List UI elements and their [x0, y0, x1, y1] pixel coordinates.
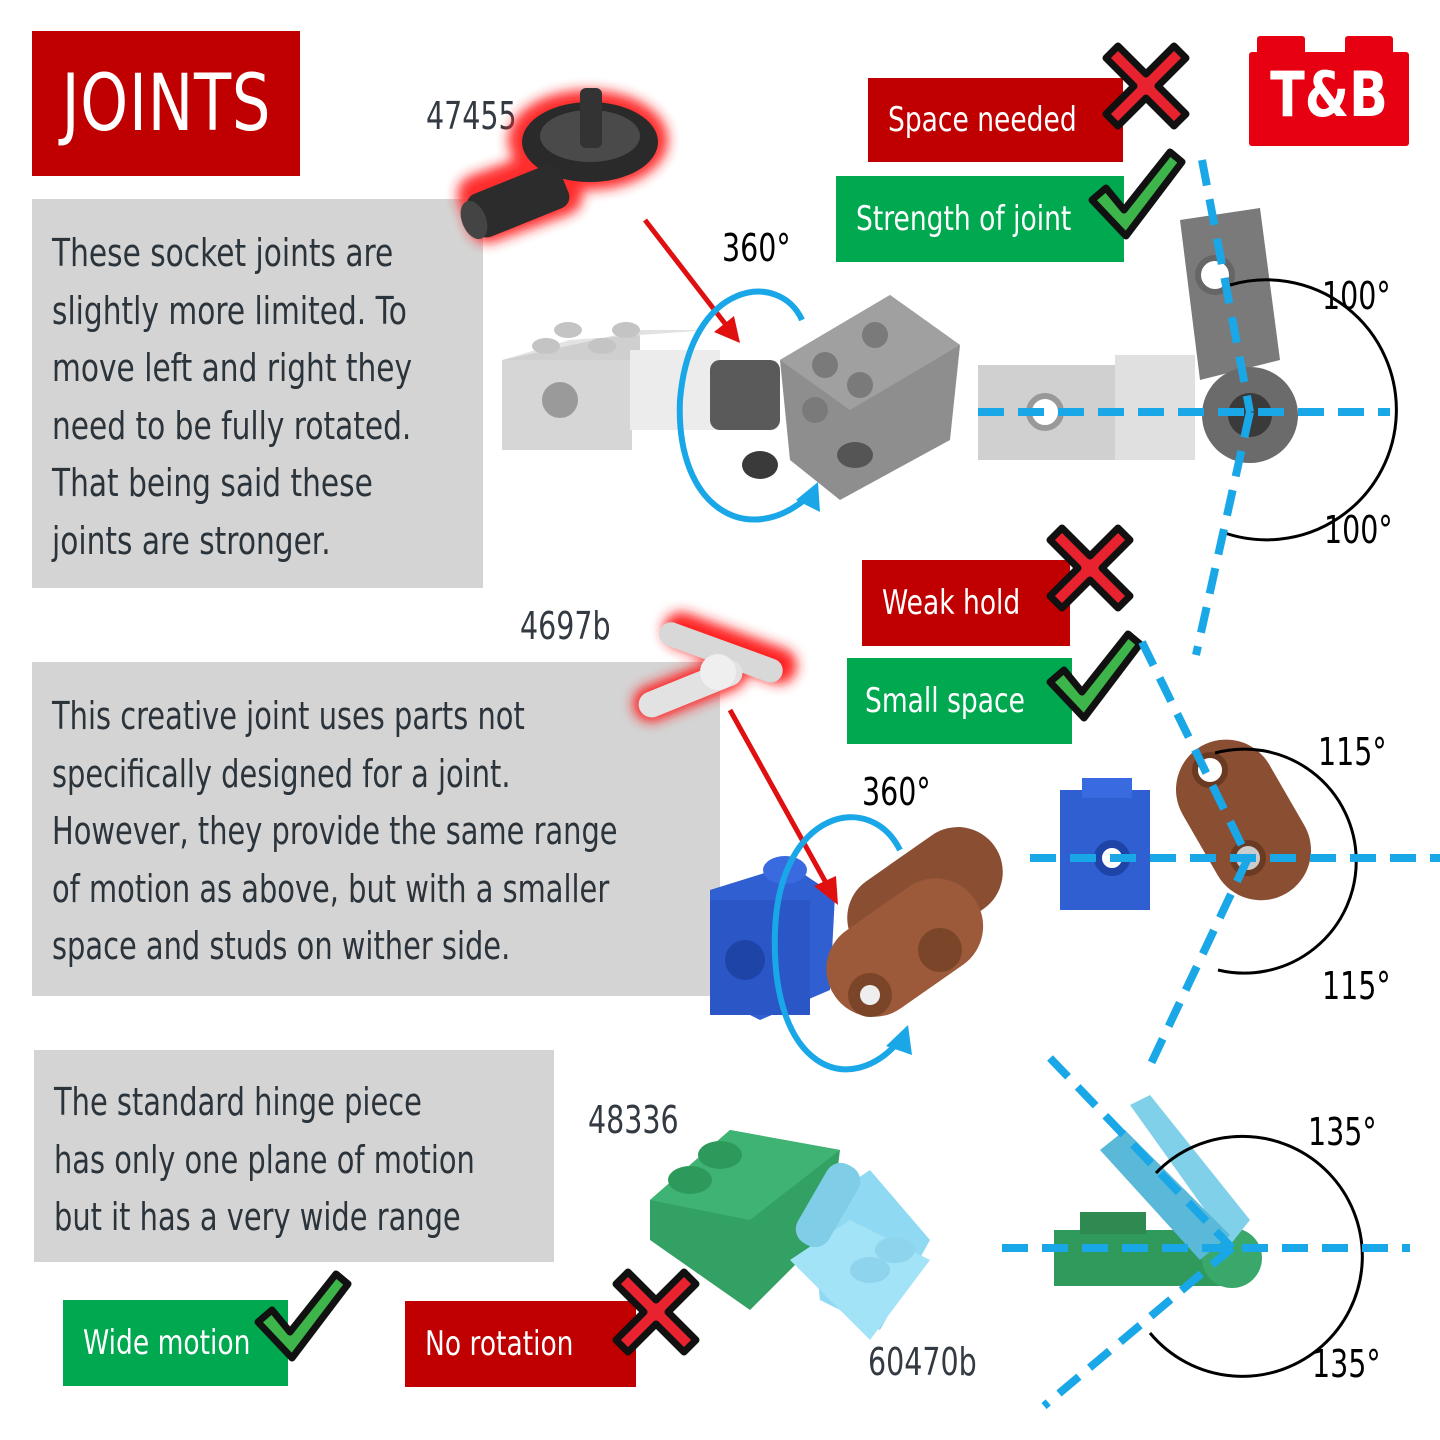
angle-label-lower: 135°: [1312, 1342, 1381, 1386]
description-text: These socket joints are slightly more li…: [52, 231, 413, 563]
con-label: Space needed: [888, 100, 1077, 140]
pro-label: Wide motion: [83, 1323, 251, 1363]
rotation-label: 360°: [862, 770, 931, 814]
con-label: Weak hold: [882, 583, 1021, 623]
angle-diagram-115: [1030, 640, 1440, 1072]
part-number-47455: 47455: [426, 94, 517, 138]
hinge-parts-image: [650, 1130, 930, 1340]
angle-diagram-135: [1002, 1055, 1410, 1410]
angle-label-lower: 100°: [1324, 508, 1393, 552]
page-title: JOINTS: [61, 58, 271, 149]
pro-tag-wide-motion: Wide motion: [63, 1300, 288, 1386]
pro-tag-small-space: Small space: [847, 658, 1072, 744]
description-creative-joint: This creative joint uses parts not speci…: [32, 662, 720, 996]
description-text: This creative joint uses parts not speci…: [52, 694, 618, 968]
pro-tag-strength: Strength of joint: [836, 176, 1124, 262]
logo-brick: [1249, 52, 1409, 146]
logo-text: T&B: [1270, 58, 1388, 131]
socket-joint-assembly-image: [502, 218, 960, 523]
con-tag-weak-hold: Weak hold: [862, 560, 1070, 646]
part-number-60470b: 60470b: [868, 1340, 977, 1384]
pro-label: Strength of joint: [856, 199, 1072, 239]
angle-label-upper: 115°: [1318, 730, 1387, 774]
description-socket-joint: These socket joints are slightly more li…: [32, 199, 483, 588]
con-label: No rotation: [425, 1324, 574, 1364]
part-4697b-image: [633, 612, 797, 722]
rotation-label: 360°: [722, 226, 791, 270]
angle-label-lower: 115°: [1322, 964, 1391, 1008]
title-banner: JOINTS: [32, 31, 300, 176]
tb-logo: T&B: [1249, 36, 1409, 146]
description-text: The standard hinge piece has only one pl…: [54, 1080, 475, 1239]
description-hinge-joint: The standard hinge piece has only one pl…: [34, 1050, 554, 1262]
con-tag-no-rotation: No rotation: [405, 1301, 636, 1387]
creative-joint-assembly-image: [710, 708, 1003, 1073]
logo-stud: [1345, 36, 1393, 56]
part-number-4697b: 4697b: [520, 604, 611, 648]
angle-diagram-100: [978, 159, 1398, 656]
con-tag-space-needed: Space needed: [868, 78, 1123, 162]
part-number-48336: 48336: [588, 1098, 679, 1142]
part-47455-image: [457, 88, 668, 243]
logo-stud: [1257, 36, 1305, 56]
pro-label: Small space: [865, 681, 1025, 721]
angle-label-upper: 135°: [1308, 1110, 1377, 1154]
angle-label-upper: 100°: [1322, 274, 1391, 318]
